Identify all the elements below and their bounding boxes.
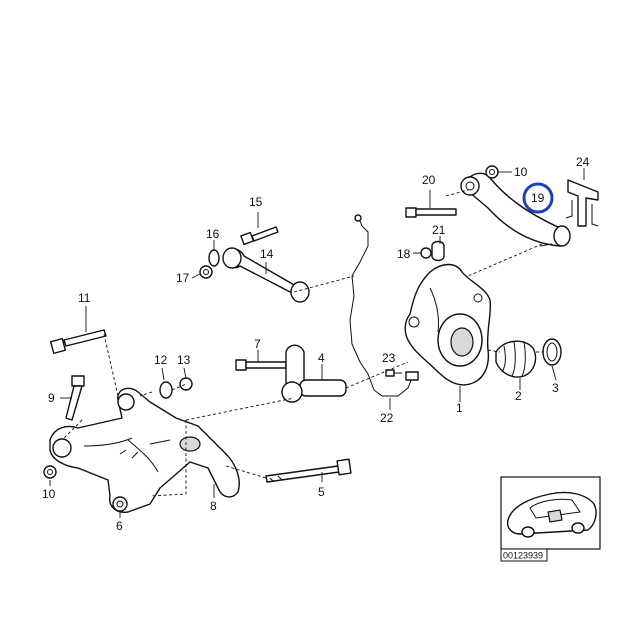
- label-6: 6: [116, 519, 123, 533]
- label-3: 3: [552, 381, 559, 395]
- label-15: 15: [249, 195, 263, 209]
- part-15-bolt[interactable]: [240, 212, 279, 246]
- part-14-toe-link[interactable]: [222, 247, 310, 303]
- label-4: 4: [318, 351, 325, 365]
- label-14: 14: [260, 247, 274, 261]
- part-5-bolt[interactable]: [265, 458, 352, 483]
- label-1: 1: [456, 401, 463, 415]
- part-7-bolt[interactable]: [235, 350, 287, 371]
- part-8-subframe[interactable]: [49, 387, 240, 513]
- label-5: 5: [318, 485, 325, 499]
- part-18-nut[interactable]: [413, 247, 432, 259]
- label-12: 12: [154, 353, 168, 367]
- label-20: 20: [422, 173, 436, 187]
- label-22: 22: [380, 411, 394, 425]
- label-19: 19: [531, 191, 545, 205]
- part-16-washer[interactable]: [208, 240, 220, 267]
- label-23: 23: [382, 351, 396, 365]
- label-8: 8: [210, 499, 217, 513]
- part-24-bracket[interactable]: [565, 168, 599, 227]
- label-7: 7: [254, 337, 261, 351]
- label-10-upper: 10: [514, 165, 528, 179]
- part-2-dust-seal[interactable]: [495, 340, 537, 390]
- vehicle-inset: [500, 476, 601, 550]
- part-19-highlight-ring: [522, 182, 554, 214]
- part-21-bushing[interactable]: [431, 236, 445, 262]
- label-21: 21: [432, 223, 446, 237]
- part-9-bolt[interactable]: [60, 375, 85, 421]
- part-10-nut-lower[interactable]: [43, 465, 57, 486]
- inset-code-box: [500, 548, 548, 562]
- inset-code: 00123939: [503, 551, 543, 561]
- part-3-snap-ring[interactable]: [542, 338, 562, 381]
- part-13-nut[interactable]: [179, 367, 193, 391]
- part-1-wheel-carrier[interactable]: [404, 263, 492, 403]
- label-13: 13: [177, 353, 191, 367]
- part-20-bolt[interactable]: [405, 190, 457, 218]
- part-19-upper-control-arm[interactable]: [460, 172, 571, 247]
- label-16: 16: [206, 227, 220, 241]
- part-4-link[interactable]: [281, 344, 347, 403]
- part-6-nut[interactable]: [112, 496, 128, 518]
- part-22-abs-sensor[interactable]: [349, 214, 419, 410]
- label-10-lower: 10: [42, 487, 56, 501]
- label-9: 9: [48, 391, 55, 405]
- label-11: 11: [78, 291, 91, 305]
- label-2: 2: [515, 389, 522, 403]
- part-23-sensor-bolt[interactable]: [385, 369, 402, 377]
- label-24: 24: [576, 155, 590, 169]
- label-17: 17: [176, 271, 190, 285]
- part-12-washer[interactable]: [159, 367, 173, 399]
- assembly-lines: [63, 189, 544, 497]
- part-10-nut-upper[interactable]: [485, 165, 512, 179]
- part-11-bolt[interactable]: [49, 306, 107, 355]
- label-18: 18: [397, 247, 411, 261]
- part-17-nut[interactable]: [191, 265, 213, 279]
